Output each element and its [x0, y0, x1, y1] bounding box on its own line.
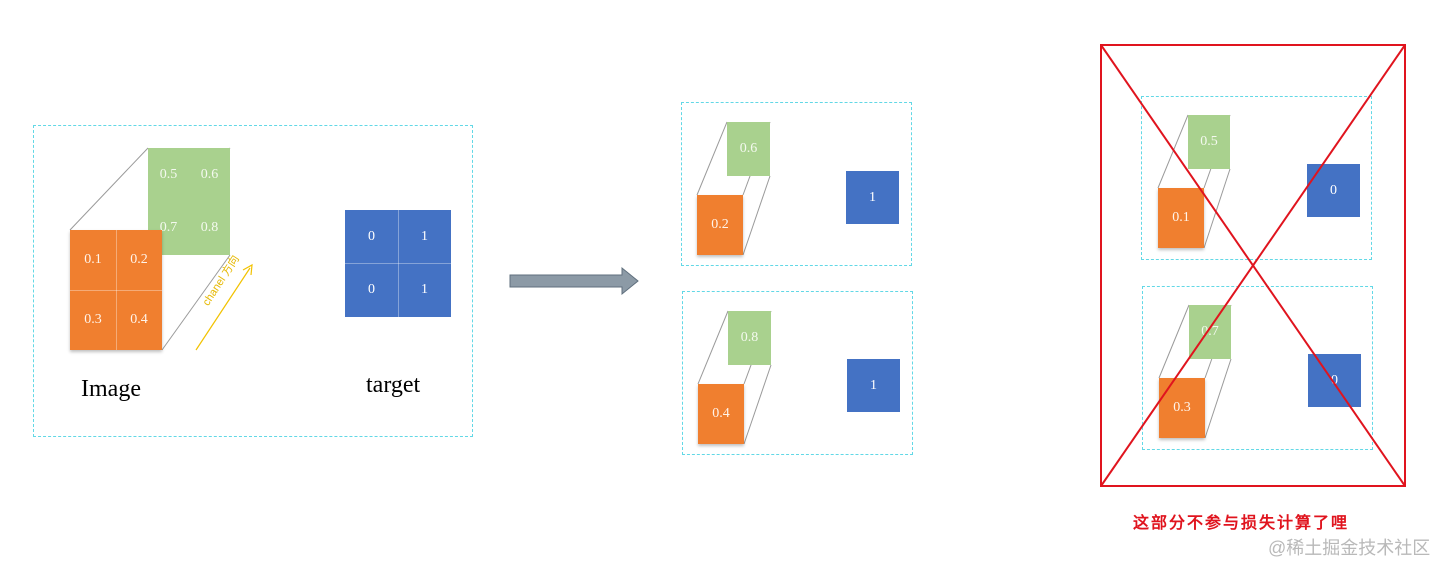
back-cell: 0.5: [159, 166, 178, 182]
right-bottom-target-tile: 0: [1308, 354, 1361, 407]
right-top-back-tile: 0.5: [1188, 115, 1230, 169]
mid-bottom-target-tile: 1: [847, 359, 900, 412]
watermark: @稀土掘金技术社区: [1268, 538, 1431, 558]
left-panel-frame: [33, 125, 473, 437]
channel-arrow: [195, 263, 253, 351]
right-bottom-back-tile: 0.7: [1189, 305, 1231, 359]
excluded-note: 这部分不参与损失计算了哩: [1133, 515, 1350, 532]
target-cell: 1: [421, 282, 428, 297]
target-cell: 1: [421, 228, 428, 244]
transition-arrow: [509, 266, 639, 296]
right-top-target-tile: 0: [1307, 164, 1360, 217]
image-label: Image: [81, 376, 141, 402]
mid-top-target-tile: 1: [846, 171, 899, 224]
right-bottom-front-tile: 0.3: [1159, 378, 1205, 438]
back-cell: 0.7: [159, 220, 178, 235]
target-grid: 0 1 0 1: [345, 210, 451, 317]
right-top-front-tile: 0.1: [1158, 188, 1204, 248]
front-cell: 0.1: [84, 252, 102, 267]
target-cell: 0: [368, 228, 375, 244]
target-label: target: [366, 372, 421, 398]
front-cell: 0.2: [130, 252, 148, 267]
middle-bottom-frame: [682, 291, 913, 455]
back-cell: 0.6: [200, 166, 219, 182]
middle-top-frame: [681, 102, 912, 266]
mid-bottom-front-tile: 0.4: [698, 384, 744, 444]
mid-bottom-back-tile: 0.8: [728, 311, 771, 365]
mid-top-front-tile: 0.2: [697, 195, 743, 255]
front-layer-tile: 0.1 0.2 0.3 0.4: [70, 230, 162, 350]
mid-top-back-tile: 0.6: [727, 122, 770, 176]
front-cell: 0.4: [130, 312, 148, 327]
back-cell: 0.8: [200, 220, 219, 235]
front-cell: 0.3: [84, 312, 102, 327]
target-cell: 0: [368, 282, 375, 297]
